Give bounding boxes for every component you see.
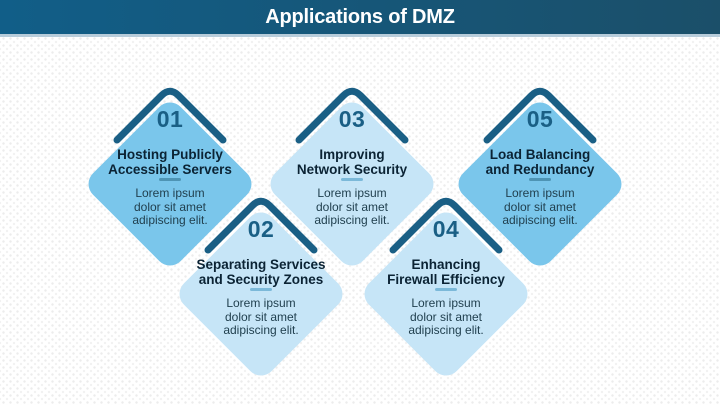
divider (341, 178, 363, 181)
dmz-application-card-3: 03 Improving Network Security Lorem ipsu… (252, 82, 452, 282)
step-number: 01 (156, 106, 184, 132)
divider (159, 178, 181, 181)
chevron-icon (204, 197, 318, 254)
divider (250, 288, 272, 291)
chevron-icon (295, 87, 409, 144)
page-title: Applications of DMZ (265, 5, 455, 28)
card-title: Enhancing Firewall Efficiency (387, 257, 505, 287)
card-description: Lorem ipsum dolor sit amet adipiscing el… (223, 296, 299, 337)
chevron-icon (483, 87, 597, 144)
card-description: Lorem ipsum dolor sit amet adipiscing el… (132, 186, 208, 227)
card-title: Load Balancing and Redundancy (485, 147, 595, 177)
chevron-icon (389, 197, 503, 254)
dmz-application-card-2: 02 Separating Services and Security Zone… (161, 192, 361, 392)
step-number: 03 (338, 106, 366, 132)
dmz-application-card-5: 05 Load Balancing and Redundancy Lorem i… (440, 82, 640, 282)
divider (435, 288, 457, 291)
step-number: 02 (247, 216, 275, 242)
card-description: Lorem ipsum dolor sit amet adipiscing el… (502, 186, 578, 227)
card-description: Lorem ipsum dolor sit amet adipiscing el… (408, 296, 484, 337)
step-number: 05 (526, 106, 554, 132)
divider (529, 178, 551, 181)
card-title: Hosting Publicly Accessible Servers (108, 147, 232, 177)
card-title: Separating Services and Security Zones (196, 257, 326, 287)
dmz-application-card-4: 04 Enhancing Firewall Efficiency Lorem i… (346, 192, 546, 392)
card-title: Improving Network Security (296, 147, 408, 177)
dmz-application-card-1: 01 Hosting Publicly Accessible Servers L… (70, 82, 270, 282)
step-number: 04 (432, 216, 460, 242)
card-description: Lorem ipsum dolor sit amet adipiscing el… (314, 186, 390, 227)
chevron-icon (113, 87, 227, 144)
title-bar: Applications of DMZ (0, 0, 720, 37)
